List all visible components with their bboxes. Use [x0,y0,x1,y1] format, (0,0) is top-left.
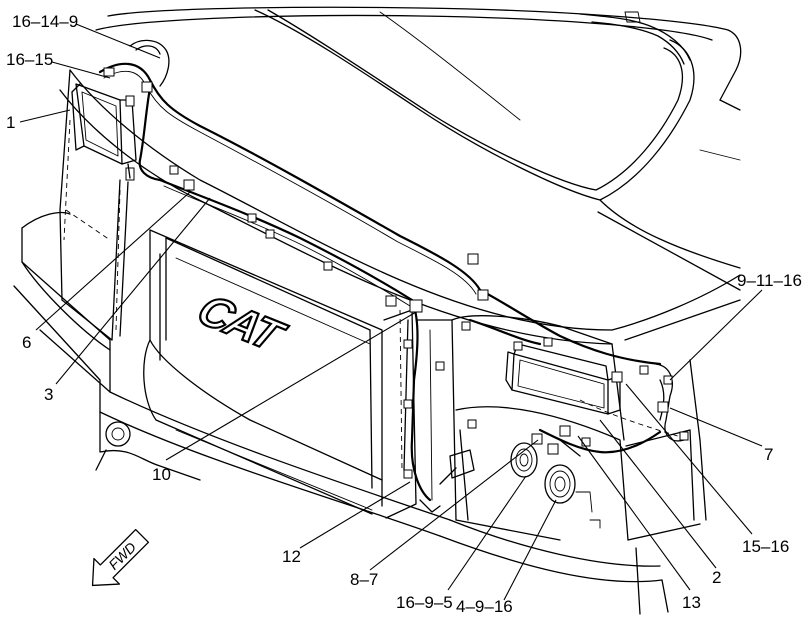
callout-10: 10 [152,465,171,484]
callout-8-7: 8–7 [350,570,378,589]
fwd-arrow-icon [91,528,150,587]
callout-6: 6 [22,333,31,352]
callout-15-16: 15–16 [742,537,789,556]
round-connectors [510,433,576,504]
harness-clips [103,67,689,479]
callout-9-11-16: 9–11–16 [737,271,802,290]
callout-4-9-16: 4–9–16 [456,597,513,616]
callout-labels: 16–14–9 16–15 1 6 3 10 12 8–7 16–9–5 4–9… [6,12,802,616]
callout-13: 13 [682,593,701,612]
right-work-lamp [505,341,623,415]
left-work-lamp [71,83,137,181]
callout-3: 3 [44,385,53,404]
machine-body [13,6,742,615]
callout-16-9-5: 16–9–5 [396,593,453,612]
cat-logo: CAT [188,285,296,362]
cat-logo-text: CAT [189,286,294,361]
callout-12: 12 [282,547,301,566]
callout-2: 2 [712,568,721,587]
leader-lines [19,23,763,601]
callout-16-14-9: 16–14–9 [12,12,78,31]
fwd-direction-arrow: FWD [91,528,150,587]
callout-16-15: 16–15 [6,50,53,69]
hidden-lines [63,119,691,471]
callout-7: 7 [764,445,773,464]
callout-1: 1 [6,113,15,132]
